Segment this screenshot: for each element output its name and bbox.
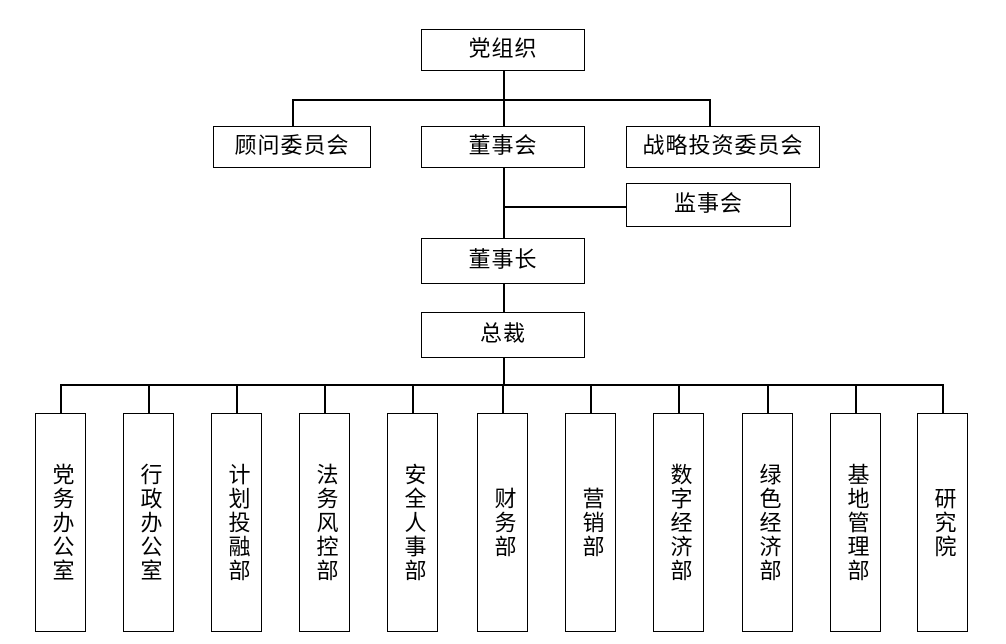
connector-board-drop xyxy=(503,99,505,126)
department-box: 数字经济部 xyxy=(653,413,704,632)
connector-chairman-to-president xyxy=(503,284,505,312)
connector-dept-drop xyxy=(236,384,238,414)
connector-dept-drop xyxy=(942,384,944,414)
department-label: 财务部 xyxy=(490,486,516,559)
department-label: 数字经济部 xyxy=(666,462,692,583)
board-of-directors-box: 董事会 xyxy=(421,126,585,168)
department-box: 营销部 xyxy=(565,413,616,632)
connector-dept-drop xyxy=(412,384,414,414)
connector-dept-drop xyxy=(60,384,62,414)
department-label: 法务风控部 xyxy=(312,462,338,583)
connector-dept-drop xyxy=(855,384,857,414)
connector-dept-drop xyxy=(148,384,150,414)
connector-supervisory-branch xyxy=(503,206,627,208)
department-label: 绿色经济部 xyxy=(755,462,781,583)
department-label: 党务办公室 xyxy=(48,462,74,583)
department-label: 营销部 xyxy=(578,486,604,559)
advisory-committee-box: 顾问委员会 xyxy=(213,126,371,168)
department-box: 研究院 xyxy=(917,413,968,632)
department-box: 绿色经济部 xyxy=(742,413,793,632)
department-box: 计划投融部 xyxy=(211,413,262,632)
department-label: 行政办公室 xyxy=(136,462,162,583)
supervisory-board-box: 监事会 xyxy=(626,183,791,227)
connector-dept-drop xyxy=(767,384,769,414)
connector-dept-drop xyxy=(324,384,326,414)
department-box: 党务办公室 xyxy=(35,413,86,632)
department-label: 计划投融部 xyxy=(224,462,250,583)
connector-strategy-drop xyxy=(709,99,711,126)
connector-dept-drop xyxy=(502,384,504,414)
department-label: 基地管理部 xyxy=(843,462,869,583)
department-box: 基地管理部 xyxy=(830,413,881,632)
connector-party-stem xyxy=(503,70,505,100)
connector-board-to-chairman xyxy=(503,167,505,238)
department-label: 安全人事部 xyxy=(400,462,426,583)
connector-level2-bar xyxy=(293,99,710,101)
connector-advisory-drop xyxy=(292,99,294,126)
connector-dept-drop xyxy=(590,384,592,414)
department-box: 财务部 xyxy=(477,413,528,632)
party-org-box: 党组织 xyxy=(421,29,585,71)
department-box: 安全人事部 xyxy=(387,413,438,632)
department-box: 行政办公室 xyxy=(123,413,174,632)
strategy-investment-committee-box: 战略投资委员会 xyxy=(626,126,820,168)
connector-president-stem xyxy=(503,357,505,385)
department-label: 研究院 xyxy=(930,486,956,559)
department-box: 法务风控部 xyxy=(299,413,350,632)
connector-dept-drop xyxy=(678,384,680,414)
chairman-box: 董事长 xyxy=(421,238,585,284)
president-box: 总裁 xyxy=(421,312,585,358)
